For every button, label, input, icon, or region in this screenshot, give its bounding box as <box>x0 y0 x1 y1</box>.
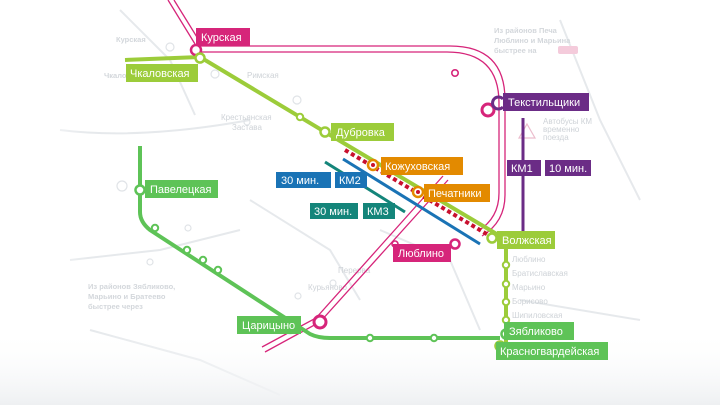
bg-label-krestyanskaya-1: Крестьянская <box>221 113 272 122</box>
station-kurskaya: Курская <box>201 32 242 44</box>
km1-time: 10 мин. <box>549 163 587 175</box>
line-green-light <box>124 55 508 348</box>
line-green-dark <box>138 146 500 340</box>
km3-name: КМ3 <box>367 206 389 218</box>
label-box-kurskaya <box>196 28 250 46</box>
bg-note-top-right-1: Из районов Печа <box>494 26 558 35</box>
km2-name: КМ2 <box>339 175 361 187</box>
station-dubrovka: Дубровка <box>336 127 386 139</box>
label-box-zyablikovo <box>504 322 574 340</box>
label-box-kozhukhovskaya <box>381 157 463 175</box>
label-box-tsaritsyno <box>237 316 301 334</box>
label-box-dubrovka <box>331 123 394 141</box>
warning-icon <box>517 122 537 139</box>
bg-label-lyublino: Люблино <box>512 255 546 264</box>
km1-time-box <box>545 160 591 176</box>
bg-label-borisovo: Борисово <box>512 297 548 306</box>
km1-name-box <box>507 160 541 176</box>
bg-label-bratislavskaya: Братиславская <box>512 269 568 278</box>
bg-label-krestyanskaya-2: Застава <box>232 123 262 132</box>
station-paveletskaya: Павелецкая <box>150 184 212 196</box>
bg-note-top-right-2: Люблино и Марьина <box>494 36 571 45</box>
bg-note-badge <box>558 46 578 54</box>
bg-note-bus-3: поезда <box>543 133 569 142</box>
station-tsaritsyno: Царицыно <box>242 320 295 332</box>
station-zyablikovo: Зябликово <box>509 326 563 338</box>
bg-label-kurjanovo: Курьяново <box>308 283 348 292</box>
label-box-krasnogvardeyskaya <box>496 342 608 360</box>
km1-name: КМ1 <box>511 163 533 175</box>
bg-note-bus-1: Автобусы КМ <box>543 117 592 126</box>
bg-label-maryino: Марьино <box>512 283 546 292</box>
station-tekstilshchiki: Текстильщики <box>508 97 580 109</box>
bottom-fade <box>0 330 720 405</box>
station-pechatniki: Печатники <box>428 188 481 200</box>
station-labels: Курская Чкаловская Дубровка Текстильщики… <box>126 28 608 360</box>
bg-label-perervo: Перерва <box>338 266 371 275</box>
bg-label-shipilovskaya: Шипиловская <box>512 311 562 320</box>
station-kozhukhovskaya: Кожуховская <box>385 161 450 173</box>
bg-note-left-1: Из районов Зябликово, <box>88 282 175 291</box>
station-volzhskaya: Волжская <box>502 235 552 247</box>
station-chkalovskaya: Чкаловская <box>130 68 190 80</box>
km2-time: 30 мин. <box>281 175 319 187</box>
km2-time-box <box>276 172 331 188</box>
km3-time: 30 мин. <box>314 206 352 218</box>
bg-note-bus-2: временно <box>543 125 580 134</box>
green-light-stops <box>295 112 511 325</box>
bg-note-left-3: быстрее через <box>88 302 143 311</box>
km2-name-box <box>335 172 367 188</box>
label-box-volzhskaya <box>497 231 555 249</box>
label-box-paveletskaya <box>145 180 218 198</box>
label-box-tekstilshchiki <box>503 93 589 111</box>
label-box-pechatniki <box>424 184 490 202</box>
bg-label-rimskaya: Римская <box>247 71 279 80</box>
route-badges: 30 мин. КМ2 30 мин. КМ3 КМ1 10 мин. <box>276 160 591 219</box>
bg-label-kurskaya: Курская <box>116 35 146 44</box>
km3-name-box <box>363 203 395 219</box>
label-box-chkalovskaya <box>126 64 198 82</box>
station-krasnogvardeyskaya: Красногвардейская <box>500 346 599 358</box>
km3-time-box <box>310 203 358 219</box>
station-markers <box>134 43 512 352</box>
bg-label-chkalovskaya: Чкаловская <box>104 71 147 80</box>
orange-stations <box>366 158 425 199</box>
bg-note-left-2: Марьино и Братеево <box>88 292 166 301</box>
station-lyublino: Люблино <box>398 248 444 260</box>
bg-note-top-right-3: быстрее на <box>494 46 537 55</box>
green-dark-stops <box>150 223 439 343</box>
label-box-lyublino <box>393 244 451 262</box>
